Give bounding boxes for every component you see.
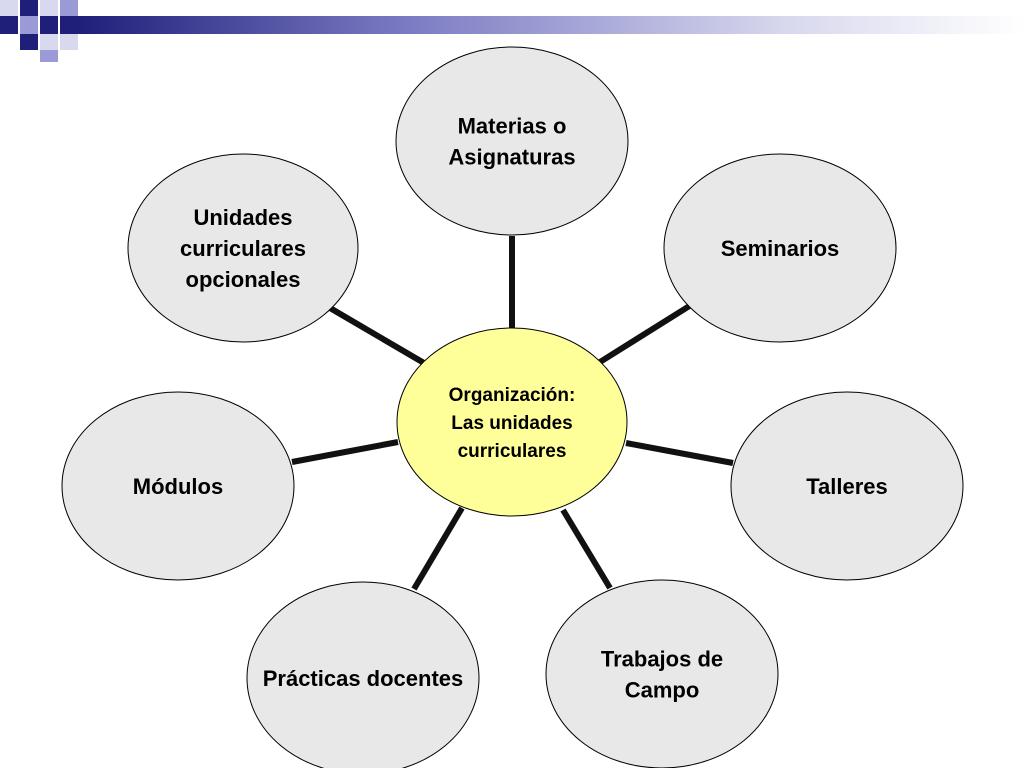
- center-node-label-line: Las unidades: [451, 413, 572, 434]
- node-unidades-label-line: Unidades: [193, 205, 292, 230]
- node-trabajos-label-line: Campo: [625, 677, 700, 702]
- header-square: [0, 0, 18, 16]
- node-modulos-ellipse: [61, 391, 295, 581]
- node-materias-label-line: Materias o: [458, 113, 567, 138]
- connector-seminarios: [598, 302, 693, 365]
- node-practicas-ellipse: [246, 581, 480, 768]
- node-seminarios: Seminarios: [663, 153, 897, 343]
- node-modulos: Módulos: [61, 391, 295, 581]
- node-unidades-label-line: curriculares: [180, 236, 306, 261]
- header-stripe: [78, 16, 1024, 34]
- node-materias-label-line: Asignaturas: [448, 144, 575, 169]
- node-unidades-ellipse: [127, 153, 359, 343]
- header-square: [60, 34, 78, 50]
- node-unidades-label-line: opcionales: [186, 267, 301, 292]
- connector-unidades: [328, 305, 426, 366]
- node-talleres-label-line: Talleres: [806, 474, 888, 499]
- header-decoration: [0, 0, 1024, 62]
- node-talleres: Talleres: [730, 391, 964, 581]
- node-practicas: Prácticas docentes: [246, 581, 480, 768]
- header-square: [20, 0, 38, 16]
- node-trabajos: Trabajos de Campo: [545, 579, 779, 768]
- center-node-label-line: curriculares: [458, 441, 567, 462]
- header-square: [0, 16, 18, 34]
- connector-trabajos: [560, 508, 613, 590]
- center-node-ellipse: [396, 327, 628, 517]
- node-unidades: Unidades curriculares opcionales: [127, 153, 359, 343]
- header-square: [40, 50, 58, 62]
- node-seminarios-label-line: Seminarios: [721, 236, 840, 261]
- node-trabajos-label-line: Trabajos de: [601, 646, 723, 671]
- connector-modulos: [291, 439, 399, 465]
- header-square: [60, 16, 78, 34]
- connector-talleres: [625, 440, 734, 466]
- node-materias-ellipse: [395, 46, 629, 236]
- node-trabajos-ellipse: [545, 579, 779, 768]
- node-talleres-ellipse: [730, 391, 964, 581]
- connectors: [291, 236, 734, 591]
- nodes: Materias o AsignaturasSeminariosTalleresT…: [61, 46, 964, 768]
- header-square: [40, 16, 58, 34]
- center-node: Organización: Las unidades curriculares: [396, 327, 628, 517]
- center-node-label-line: Organización:: [449, 385, 576, 406]
- node-modulos-label-line: Módulos: [133, 474, 223, 499]
- connector-practicas: [411, 506, 465, 591]
- header-square: [20, 16, 38, 34]
- node-seminarios-ellipse: [663, 153, 897, 343]
- header-square: [20, 34, 38, 50]
- node-materias: Materias o Asignaturas: [395, 46, 629, 236]
- node-practicas-label-line: Prácticas docentes: [263, 666, 464, 691]
- header-square: [40, 0, 58, 16]
- header-square: [40, 34, 58, 50]
- header-square: [60, 0, 78, 16]
